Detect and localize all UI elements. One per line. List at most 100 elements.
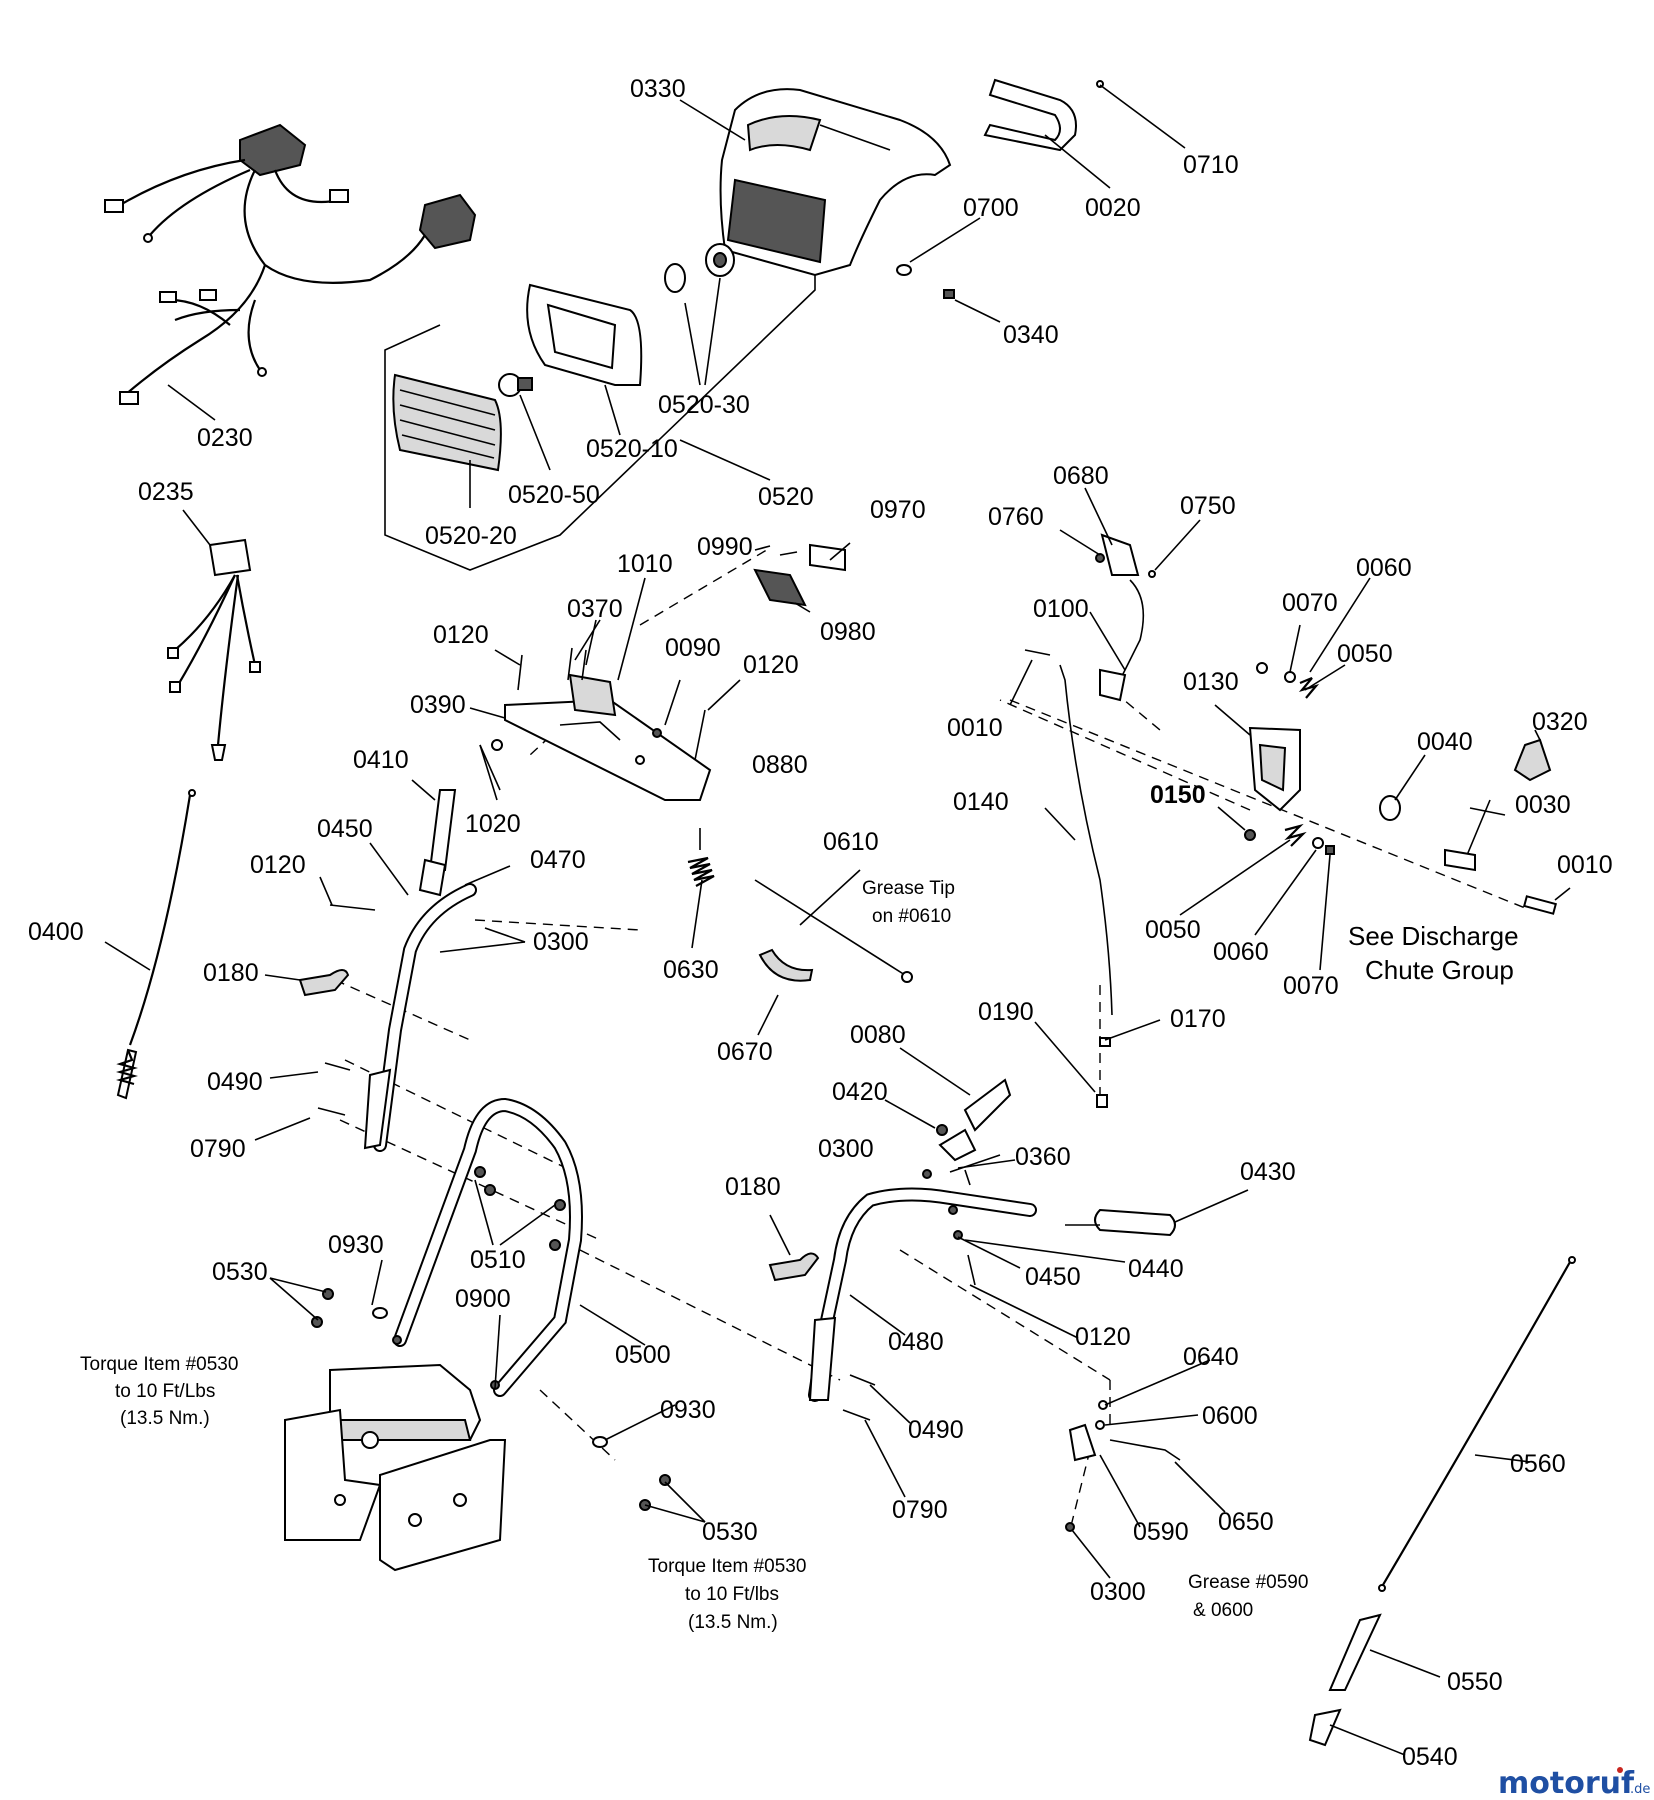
headlight-group-outline <box>384 265 816 571</box>
label-0970: 0970 <box>870 496 926 524</box>
label-0235: 0235 <box>138 478 194 506</box>
grip-0430 <box>1065 1208 1176 1237</box>
label-0080: 0080 <box>850 1021 906 1049</box>
label-0520: 0520 <box>758 483 814 511</box>
label-0100: 0100 <box>1033 595 1089 623</box>
label-0020: 0020 <box>1085 194 1141 222</box>
note-grease-tip-2: on #0610 <box>872 906 951 927</box>
hardware-0170 <box>1096 1037 1111 1108</box>
cable-0560 <box>1308 1256 1576 1747</box>
headlight-lens <box>392 373 502 472</box>
label-0340: 0340 <box>1003 321 1059 349</box>
label-0230: 0230 <box>197 424 253 452</box>
label-0530-b: 0530 <box>702 1518 758 1546</box>
label-0520-10: 0520-10 <box>586 435 678 463</box>
label-0650: 0650 <box>1218 1508 1274 1536</box>
clip-0180-right <box>768 1252 820 1282</box>
left-upper-handle-0470 <box>363 883 477 1152</box>
label-0680: 0680 <box>1053 462 1109 490</box>
label-0450-b: 0450 <box>1025 1263 1081 1291</box>
label-0670: 0670 <box>717 1038 773 1066</box>
grip-0410 <box>418 789 457 897</box>
label-0900: 0900 <box>455 1285 511 1313</box>
label-0370: 0370 <box>567 595 623 623</box>
label-0520-20: 0520-20 <box>425 522 517 550</box>
spring-0630 <box>687 856 715 887</box>
right-upper-handle-0480 <box>808 1187 1037 1402</box>
bracket-0130 <box>1244 662 1335 855</box>
label-0590: 0590 <box>1133 1518 1189 1546</box>
label-0140: 0140 <box>953 788 1009 816</box>
label-0500: 0500 <box>615 1341 671 1369</box>
label-0300-b: 0300 <box>818 1135 874 1163</box>
label-0050-a: 0050 <box>1337 640 1393 668</box>
label-0440: 0440 <box>1128 1255 1184 1283</box>
label-0630: 0630 <box>663 956 719 984</box>
note-discharge-2: Chute Group <box>1365 955 1514 985</box>
rod-0140 <box>1059 664 1113 1016</box>
fasteners-right-handle <box>842 1205 976 1421</box>
label-0400: 0400 <box>28 918 84 946</box>
label-0050-b: 0050 <box>1145 916 1201 944</box>
label-0190: 0190 <box>978 998 1034 1026</box>
label-0300-c: 0300 <box>1090 1578 1146 1606</box>
lower-handle-0500 <box>393 1097 583 1397</box>
note-torque2-1: Torque Item #0530 <box>648 1556 806 1577</box>
bulb-socket <box>664 243 735 293</box>
label-0330: 0330 <box>630 75 686 103</box>
label-0120-b: 0120 <box>743 651 799 679</box>
note-torque1-2: to 10 Ft/Lbs <box>115 1381 215 1402</box>
label-0510: 0510 <box>470 1246 526 1274</box>
label-0180-a: 0180 <box>203 959 259 987</box>
label-0610: 0610 <box>823 828 879 856</box>
label-0490-a: 0490 <box>207 1068 263 1096</box>
label-0600: 0600 <box>1202 1402 1258 1430</box>
label-0360: 0360 <box>1015 1143 1071 1171</box>
label-0470: 0470 <box>530 846 586 874</box>
clip-0180-left <box>298 969 350 997</box>
label-0150: 0150 <box>1150 781 1206 809</box>
label-0010-b: 0010 <box>1557 851 1613 879</box>
label-0750: 0750 <box>1180 492 1236 520</box>
label-0180-b: 0180 <box>725 1173 781 1201</box>
watermark-logo: motoruf <box>1498 1766 1635 1800</box>
label-1020: 1020 <box>465 810 521 838</box>
label-0130: 0130 <box>1183 668 1239 696</box>
label-0540: 0540 <box>1402 1743 1458 1771</box>
label-0070-b: 0070 <box>1283 972 1339 1000</box>
note-grease-tip-1: Grease Tip <box>862 878 955 899</box>
label-0550: 0550 <box>1447 1668 1503 1696</box>
label-0030: 0030 <box>1515 791 1571 819</box>
bracket-0020 <box>983 78 1077 152</box>
label-0790-a: 0790 <box>190 1135 246 1163</box>
label-0010-a: 0010 <box>947 714 1003 742</box>
label-0390: 0390 <box>410 691 466 719</box>
watermark-dot <box>1617 1767 1623 1773</box>
cable-0400 <box>115 789 196 1100</box>
note-torque1-1: Torque Item #0530 <box>80 1354 238 1375</box>
note-torque2-3: (13.5 Nm.) <box>688 1612 778 1633</box>
frame-plates <box>284 1335 507 1572</box>
label-0560: 0560 <box>1510 1450 1566 1478</box>
hardware-0680 <box>1095 553 1156 578</box>
label-0060-b: 0060 <box>1213 938 1269 966</box>
label-0990: 0990 <box>697 533 753 561</box>
control-panel-0390 <box>504 673 712 801</box>
label-0410: 0410 <box>353 746 409 774</box>
bolts-left <box>317 904 376 1116</box>
watermark: motoruf .de <box>1498 1766 1650 1800</box>
leader-lines <box>104 84 1571 1756</box>
label-0700: 0700 <box>963 194 1019 222</box>
label-0480: 0480 <box>888 1328 944 1356</box>
note-discharge-1: See Discharge <box>1348 921 1519 951</box>
label-0640: 0640 <box>1183 1343 1239 1371</box>
label-0710: 0710 <box>1183 151 1239 179</box>
rod-0610 <box>754 879 913 983</box>
label-0790-b: 0790 <box>892 1496 948 1524</box>
linkage-0590 <box>1065 1400 1181 1532</box>
label-0320: 0320 <box>1532 708 1588 736</box>
label-0930-a: 0930 <box>328 1231 384 1259</box>
knob-0320 <box>1513 738 1552 782</box>
